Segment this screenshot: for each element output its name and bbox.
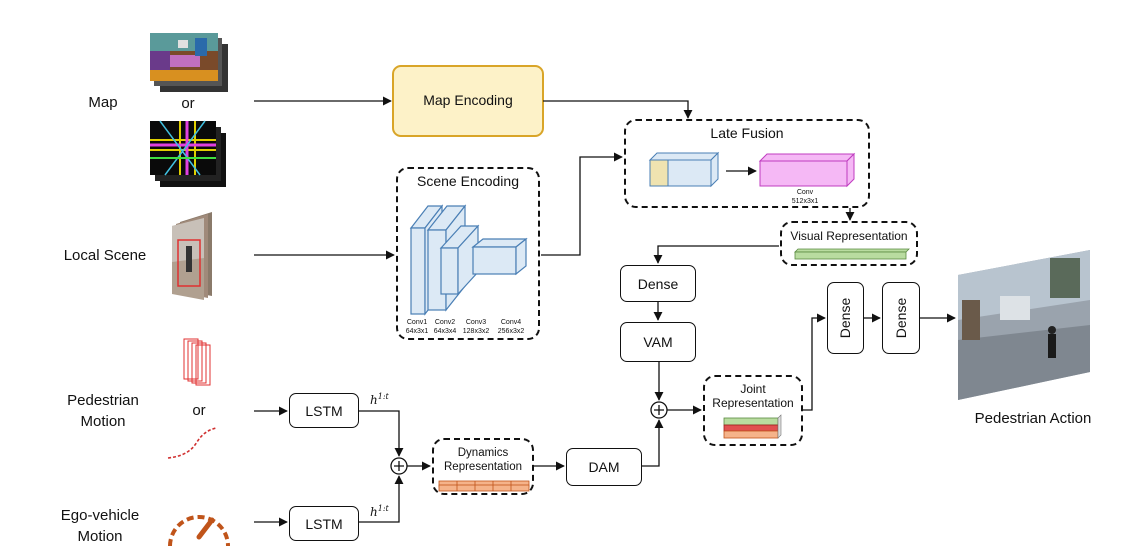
- lstm-box-pedestrian: LSTM: [289, 393, 359, 428]
- dense-box-3: Dense: [882, 282, 920, 354]
- map-label: Map: [88, 94, 118, 111]
- pedestrian-or-label: or: [192, 402, 206, 419]
- speedometer-icon: [168, 515, 230, 547]
- sum-node-joint: [650, 401, 668, 419]
- dam-box: DAM: [566, 448, 642, 486]
- pedestrian-action-image: [958, 250, 1090, 400]
- late-fusion-title: Late Fusion: [710, 125, 784, 141]
- dynamics-representation-group: [432, 438, 534, 495]
- joint-representation-bar: [723, 414, 782, 439]
- sum-node-dynamics: [390, 457, 408, 475]
- joint-representation-group: [703, 375, 803, 446]
- map-image-bottom: [150, 120, 226, 187]
- pedestrian-trajectory-icon: [167, 427, 217, 459]
- dense-box-1: Dense: [620, 265, 696, 302]
- dynamics-representation-title: Dynamics Representation: [444, 447, 522, 473]
- lstm-box-ego: LSTM: [289, 506, 359, 541]
- connection-arrows: [254, 96, 956, 527]
- scene-encoding-title: Scene Encoding: [417, 173, 519, 189]
- vam-box: VAM: [620, 322, 696, 362]
- local-scene-label: Local Scene: [63, 247, 147, 264]
- pedestrian-action-label: Pedestrian Action: [974, 410, 1092, 427]
- pedestrian-bbox-icon: [183, 338, 211, 386]
- scene-conv-blocks: [409, 204, 528, 316]
- scene-encoding-group: [396, 167, 540, 340]
- hidden-state-label-1: h1:t: [370, 392, 389, 407]
- visual-representation-group: [780, 221, 918, 266]
- visual-representation-title: Visual Representation: [790, 229, 908, 243]
- hidden-state-label-2: h1:t: [370, 504, 389, 519]
- fusion-blocks: [648, 151, 856, 188]
- pedestrian-motion-label: Pedestrian Motion: [67, 392, 139, 430]
- ego-motion-label: Ego-vehicle Motion: [60, 507, 140, 545]
- map-image-top: [150, 33, 228, 92]
- map-or-label: or: [181, 95, 195, 112]
- late-fusion-group: [624, 119, 870, 208]
- joint-representation-title: Joint Representation: [712, 382, 794, 410]
- local-scene-image: [172, 212, 212, 300]
- map-encoding-label: Map Encoding: [423, 92, 513, 108]
- dense-box-2: Dense: [827, 282, 864, 354]
